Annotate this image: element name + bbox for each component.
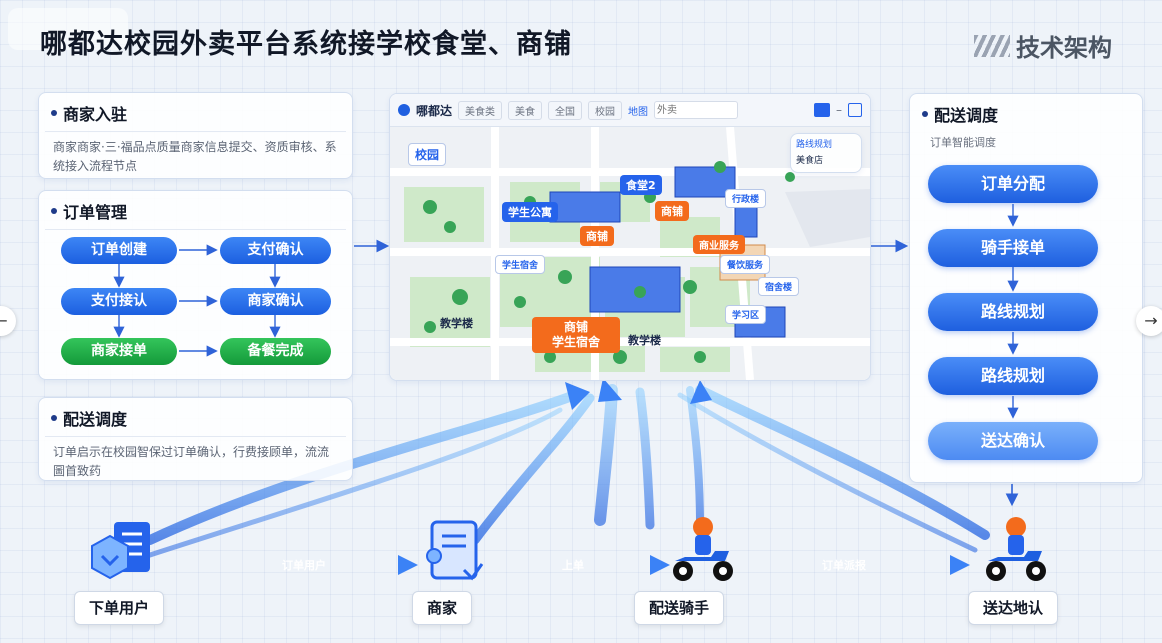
dispatch-left-card: 配送调度 订单启示在校园智保过订单确认，行费接顾单，流流圖首致药 (38, 397, 353, 481)
map-svg (390, 126, 870, 380)
minimize-icon[interactable]: – (836, 103, 842, 117)
map-canvas[interactable]: 校园 路线规划 美食店 食堂2 学生公寓 商铺 商铺 学生宿舍 商业服务 餐饮服… (390, 126, 870, 380)
step-meal-ready: 备餐完成 (220, 338, 331, 365)
filter-3[interactable]: 校园 (588, 100, 623, 120)
dispatch-left-title: 配送调度 (63, 410, 128, 429)
dispatch-arrows (1007, 204, 1019, 419)
onboard-title: 商家入驻 (63, 105, 128, 124)
onboard-card: 商家入驻 商家商家·三·福品点质量商家信息提交、资质审核、系统接入流程节点 (38, 92, 353, 179)
bullet-icon (51, 415, 57, 421)
merchant-receipt-icon (420, 520, 486, 582)
dispatch-step-2: 路线规划 (928, 293, 1098, 331)
filter-2[interactable]: 全国 (548, 100, 583, 120)
filter-0[interactable]: 美食类 (458, 100, 503, 120)
map-tag-6[interactable]: 餐饮服务 (720, 255, 771, 274)
page-title: 哪都达校园外卖平台系统接学校食堂、商铺 (40, 29, 572, 60)
dispatch-step-0: 订单分配 (928, 165, 1098, 203)
order-arrows (113, 244, 281, 357)
flow-label-2: 订单派报 (822, 559, 866, 572)
filter-1[interactable]: 美食 (508, 100, 543, 120)
user-document-icon (88, 520, 154, 582)
map-legend: 路线规划 美食店 (790, 133, 862, 173)
app-logo-icon (398, 104, 410, 116)
beam-arrowheads (398, 378, 970, 575)
bullet-icon (922, 111, 928, 117)
map-tag-0[interactable]: 食堂2 (620, 175, 662, 195)
next-arrow-icon[interactable]: → (1136, 306, 1162, 336)
bullet-icon (51, 110, 57, 116)
flow-beams (143, 384, 990, 573)
node-merchant: 商家 (412, 591, 473, 625)
dispatch-right-title: 配送调度 (934, 106, 999, 125)
dispatch-step-4: 送达确认 (928, 422, 1098, 460)
order-card: 订单管理 订单创建 支付确认 支付接认 商家确认 商家接单 备餐完成 (38, 190, 353, 380)
step-pay-accept: 支付接认 (61, 288, 177, 315)
delivery-scooter-icon (980, 515, 1050, 583)
dispatch-left-desc: 订单启示在校园智保过订单确认，行费接顾单，流流圖首致药 (45, 436, 346, 487)
order-title: 订单管理 (63, 203, 128, 222)
step-pay-confirm: 支付确认 (220, 237, 331, 264)
map-tag-11: 商铺 (563, 320, 588, 334)
brand-stripes-icon (974, 34, 1010, 57)
map-tag-shop-dorm[interactable]: 商铺 学生宿舍 (532, 317, 620, 353)
legend-item-food: 美食店 (796, 156, 824, 166)
map-filter-box[interactable]: 地图 (628, 106, 649, 118)
side-arrows (354, 239, 1019, 507)
dispatch-step-3: 路线规划 (928, 357, 1098, 395)
layers-icon[interactable] (814, 103, 830, 117)
node-user: 下单用户 (74, 591, 165, 625)
campus-label[interactable]: 校园 (408, 143, 447, 166)
dispatch-right-subtitle: 订单智能调度 (930, 136, 996, 149)
map-tag-9[interactable]: 学习区 (725, 305, 767, 324)
map-tag-1[interactable]: 学生公寓 (502, 202, 558, 222)
app-name: 哪都达 (416, 103, 453, 118)
step-merchant-accept: 商家接单 (61, 338, 177, 365)
brand-label: 技术架构 (1016, 34, 1112, 62)
step-merchant-confirm: 商家确认 (220, 288, 331, 315)
map-search-input[interactable] (654, 101, 739, 119)
logo-placeholder (8, 8, 128, 50)
map-tag-2[interactable]: 商铺 (655, 201, 689, 221)
map-label-13: 教学楼 (628, 334, 661, 347)
flow-label-1: 上单 (562, 559, 584, 572)
prev-arrow-icon[interactable]: ← (0, 306, 16, 336)
map-tag-8[interactable]: 宿舍楼 (758, 277, 800, 296)
step-order-create: 订单创建 (61, 237, 177, 264)
map-tag-12: 学生宿舍 (551, 335, 600, 349)
node-delivered: 送达地认 (968, 591, 1059, 625)
legend-item-route: 路线规划 (796, 140, 833, 150)
onboard-desc: 商家商家·三·福品点质量商家信息提交、资质审核、系统接入流程节点 (45, 131, 346, 182)
dispatch-step-1: 骑手接单 (928, 229, 1098, 267)
dispatch-right-card: 配送调度 订单智能调度 订单分配 骑手接单 路线规划 路线规划 送达确认 (909, 93, 1143, 483)
map-tag-3[interactable]: 商铺 (580, 226, 614, 246)
map-tag-4[interactable]: 学生宿舍 (495, 255, 546, 274)
flow-label-0: 订单用户 (282, 559, 326, 572)
map-toolbar: 哪都达 美食类 美食 全国 校园 地图 – (390, 94, 870, 127)
rider-scooter-icon (667, 515, 737, 583)
node-rider: 配送骑手 (634, 591, 725, 625)
fullscreen-icon[interactable] (848, 103, 862, 117)
map-tag-5[interactable]: 商业服务 (693, 235, 745, 254)
map-tag-7[interactable]: 行政楼 (725, 189, 767, 208)
brand: 技术架构 (974, 28, 1112, 63)
bullet-icon (51, 208, 57, 214)
map-window: 哪都达 美食类 美食 全国 校园 地图 – (389, 93, 871, 381)
map-label-10: 教学楼 (440, 317, 473, 330)
